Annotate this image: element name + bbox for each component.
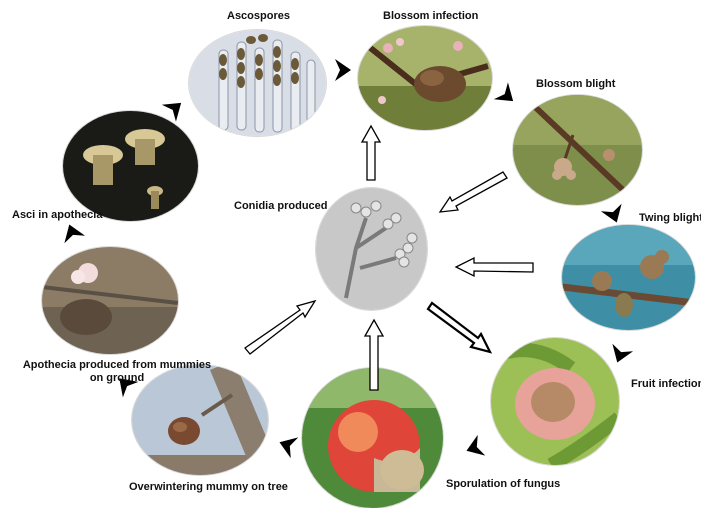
label-blossom-blight: Blossom blight bbox=[536, 78, 615, 91]
conidia-image bbox=[316, 188, 427, 310]
ascospores-image bbox=[189, 30, 326, 136]
blossom-infection-image bbox=[358, 26, 492, 130]
label-fruit-infection: Fruit infection bbox=[631, 378, 701, 391]
twing-blight-image bbox=[562, 225, 695, 330]
label-ascospores: Ascospores bbox=[227, 10, 290, 23]
chevron-down-icon bbox=[601, 204, 627, 227]
fruit-infection-image bbox=[491, 338, 619, 465]
chevron-up-right-icon bbox=[162, 94, 188, 121]
chevron-down-left-icon bbox=[607, 344, 633, 367]
blossom-blight-image bbox=[513, 95, 642, 205]
label-asci: Asci in apothecia bbox=[12, 209, 102, 222]
chevron-down-right-icon bbox=[494, 82, 520, 109]
label-conidia: Conidia produced bbox=[234, 200, 328, 213]
asci-image bbox=[63, 111, 198, 221]
chevron-left-icon bbox=[463, 435, 486, 461]
sporulation-image bbox=[302, 368, 443, 508]
label-blossom-infection: Blossom infection bbox=[383, 10, 478, 23]
label-twing-blight: Twing blight bbox=[639, 212, 701, 225]
label-mummy-on-tree: Overwintering mummy on tree bbox=[129, 481, 288, 494]
apothecia-image bbox=[42, 247, 178, 354]
label-sporulation: Sporulation of fungus bbox=[446, 478, 560, 491]
chevron-left-icon bbox=[276, 432, 299, 458]
block-arrow-up-icon bbox=[362, 126, 380, 180]
label-apothecia-line2: on ground bbox=[12, 372, 222, 385]
block-arrow-left-icon bbox=[456, 258, 533, 276]
chevron-up-icon bbox=[59, 221, 85, 244]
label-apothecia: Apothecia produced from mummies on groun… bbox=[12, 359, 222, 385]
label-apothecia-line1: Apothecia produced from mummies bbox=[12, 359, 222, 372]
block-arrow-up-right-icon bbox=[245, 301, 315, 354]
block-arrow-down-right-icon bbox=[428, 303, 490, 352]
chevron-right-icon bbox=[335, 59, 351, 81]
block-arrow-down-left-icon bbox=[440, 172, 507, 212]
